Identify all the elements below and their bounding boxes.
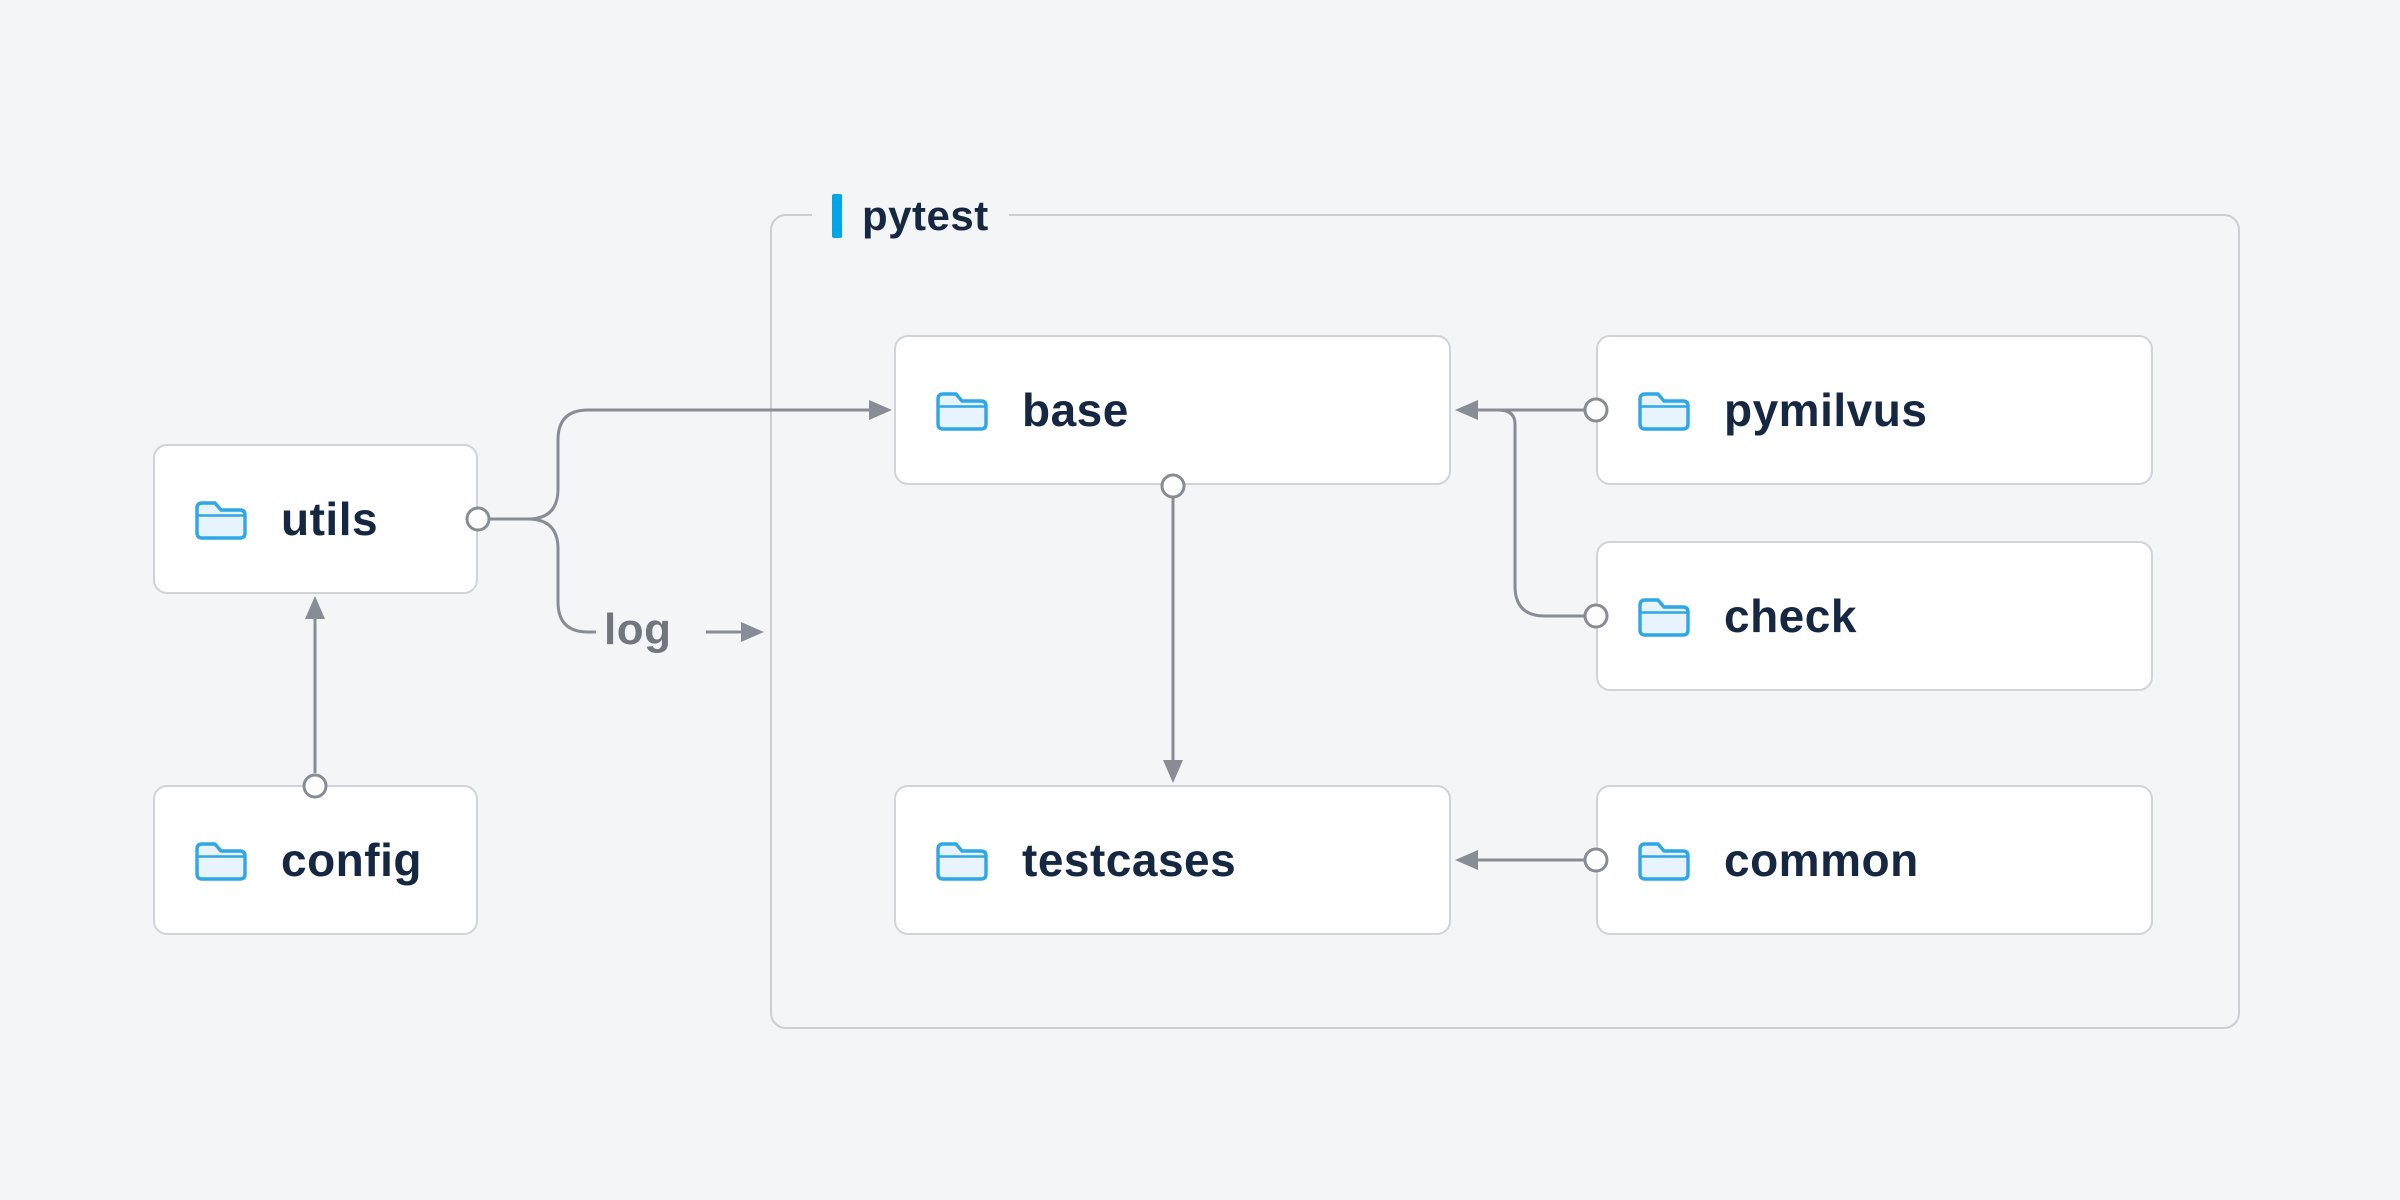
folder-icon <box>1636 387 1692 433</box>
node-pymilvus: pymilvus <box>1596 335 2153 485</box>
node-label: pymilvus <box>1724 384 1928 436</box>
folder-icon <box>193 496 249 542</box>
pytest-group-container: pytest <box>770 187 2240 1029</box>
node-label: check <box>1724 590 1857 642</box>
pytest-group-label: pytest <box>812 187 1009 245</box>
node-label: testcases <box>1022 834 1237 886</box>
folder-icon <box>1636 837 1692 883</box>
edge-config-utils <box>302 596 328 799</box>
node-base: base <box>894 335 1451 485</box>
folder-icon <box>934 837 990 883</box>
pytest-label-text: pytest <box>862 192 989 239</box>
node-label: base <box>1022 384 1129 436</box>
edge-label-log: log <box>604 605 672 654</box>
node-label: config <box>281 834 422 886</box>
node-label: common <box>1724 834 1919 886</box>
node-testcases: testcases <box>894 785 1451 935</box>
node-label: utils <box>281 493 379 545</box>
node-utils: utils <box>153 444 478 594</box>
node-config: config <box>153 785 478 935</box>
accent-bar <box>832 194 842 238</box>
folder-icon <box>193 837 249 883</box>
folder-icon <box>934 387 990 433</box>
node-check: check <box>1596 541 2153 691</box>
node-common: common <box>1596 785 2153 935</box>
folder-icon <box>1636 593 1692 639</box>
